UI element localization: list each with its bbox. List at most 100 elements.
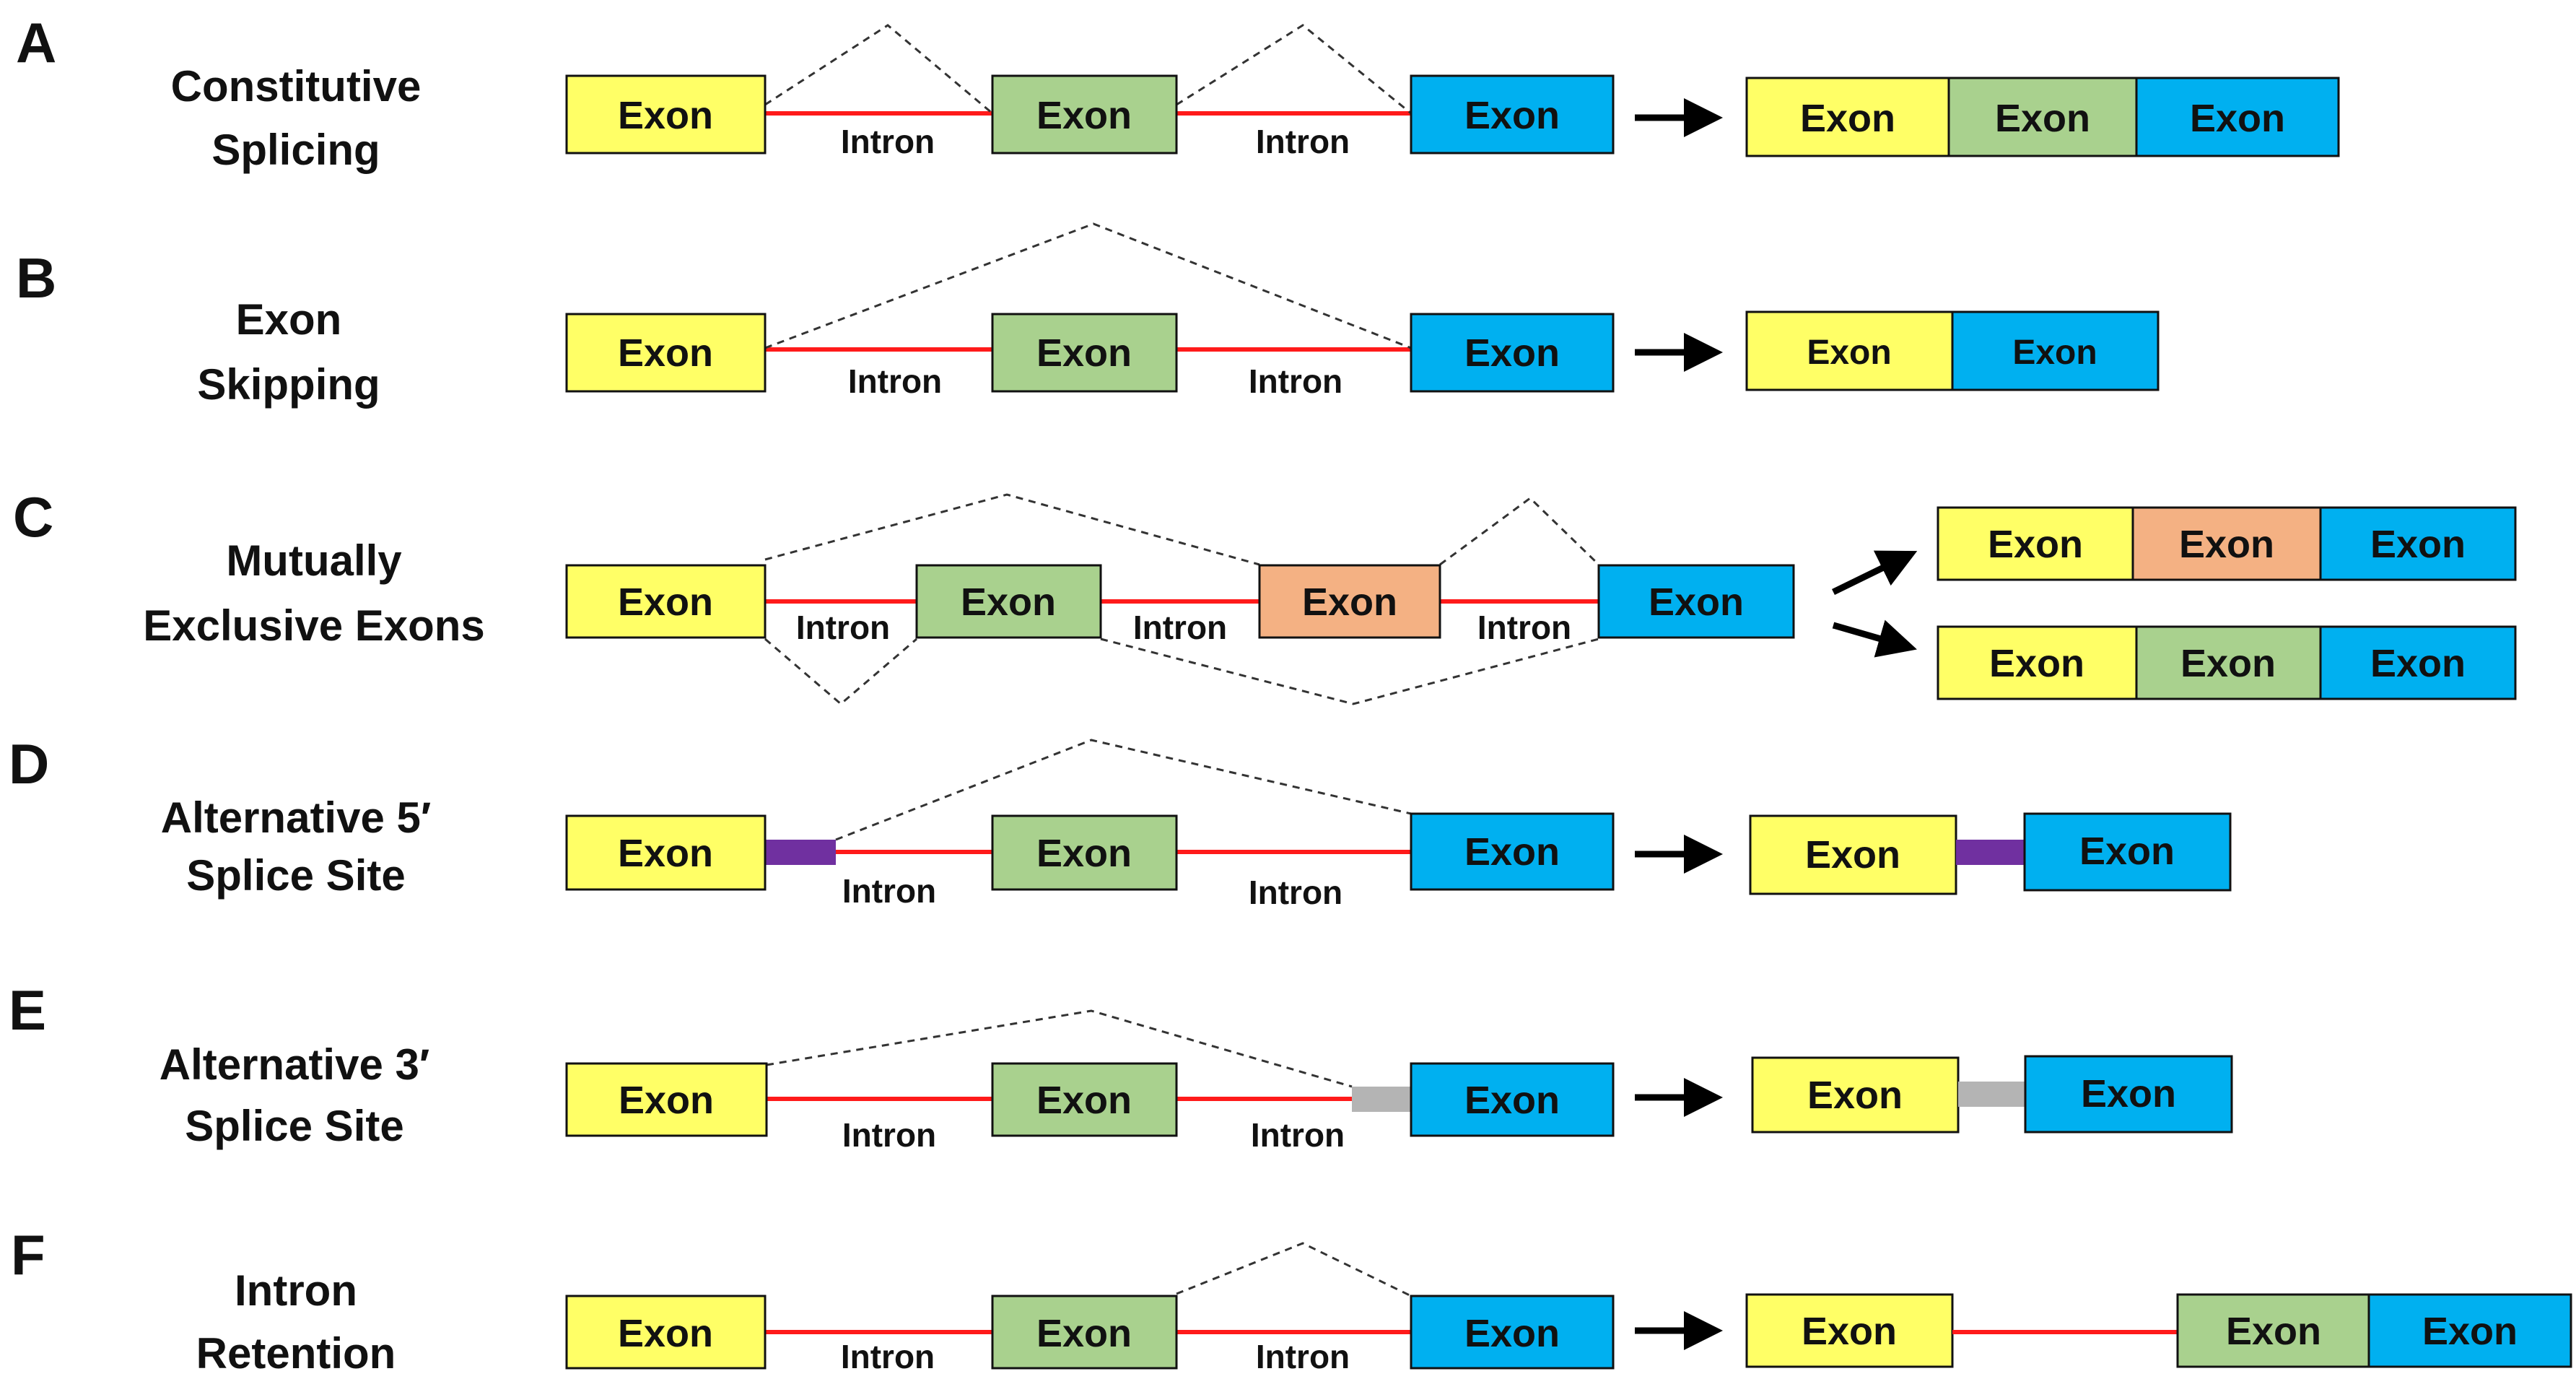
exon-box: Exon — [2024, 1055, 2233, 1134]
exon-box: Exon — [1410, 812, 1615, 891]
exon-box: Exon — [565, 313, 767, 393]
panel-c: C Mutually Exclusive Exons Intron Intron… — [13, 485, 2517, 705]
exon-box: Exon — [565, 814, 767, 891]
panel-d: D Alternative 5′ Splice Site Intron Intr… — [9, 732, 2232, 911]
splice-junction — [766, 1009, 1353, 1088]
svg-text:Exon: Exon — [1464, 830, 1560, 874]
panel-title-line2: Splice Site — [186, 851, 405, 900]
exon-box: Exon — [2135, 625, 2322, 700]
exon-box: Exon — [565, 1062, 768, 1137]
intron-label: Intron — [1477, 609, 1571, 646]
intron-label: Intron — [1133, 609, 1227, 646]
exon-box: Exon — [565, 564, 767, 639]
exon-box: Exon — [915, 564, 1102, 639]
panel-title-line1: Mutually — [226, 536, 402, 585]
exon-box: Exon — [1258, 564, 1441, 639]
panel-title-line1: Intron — [235, 1266, 357, 1315]
svg-text:Exon: Exon — [1036, 331, 1132, 375]
exon-box: Exon — [1745, 1293, 1954, 1368]
svg-text:Exon: Exon — [1036, 1312, 1132, 1355]
splice-junction — [764, 24, 993, 115]
exon-box: Exon — [1410, 74, 1615, 155]
intron-label: Intron — [1256, 123, 1350, 160]
panel-title-line1: Alternative 5′ — [161, 793, 432, 842]
exon-box: Exon — [2319, 625, 2517, 700]
panel-b: B Exon Skipping Intron Intron Exon Exon … — [16, 222, 2160, 409]
svg-text:Exon: Exon — [1807, 1074, 1903, 1117]
panel-title-line2: Exclusive Exons — [143, 601, 485, 650]
exon-box: Exon — [1951, 310, 2160, 391]
exon-box: Exon — [1410, 1295, 1615, 1370]
panel-letter: F — [11, 1223, 45, 1287]
svg-text:Exon: Exon — [618, 94, 713, 137]
panel-f: F Intron Retention Intron Intron Exon Ex… — [11, 1223, 2572, 1378]
svg-text:Exon: Exon — [1805, 833, 1900, 876]
svg-text:Exon: Exon — [1302, 580, 1397, 624]
svg-text:Exon: Exon — [2079, 830, 2175, 873]
svg-text:Exon: Exon — [1464, 331, 1560, 375]
exon-box: Exon — [991, 313, 1178, 393]
svg-text:Exon: Exon — [1802, 1310, 1897, 1353]
exon-box: Exon — [565, 1295, 767, 1370]
exon-box: Exon — [2176, 1293, 2370, 1368]
intron-label: Intron — [1251, 1116, 1345, 1154]
intron-label: Intron — [841, 1338, 935, 1375]
splice-junction — [764, 222, 1412, 349]
svg-text:Exon: Exon — [1800, 97, 1895, 140]
panel-title-line1: Alternative 3′ — [160, 1040, 430, 1089]
exon-box: Exon — [991, 1062, 1178, 1137]
svg-text:Exon: Exon — [2190, 97, 2285, 140]
exon-box: Exon — [1410, 1062, 1615, 1137]
splice-junction — [835, 739, 1412, 841]
intron-label: Intron — [1249, 874, 1342, 911]
exon-box: Exon — [1745, 77, 1950, 157]
alt-3-splice-segment — [1352, 1087, 1411, 1112]
svg-text:Exon: Exon — [2370, 642, 2466, 685]
intron-label: Intron — [841, 123, 935, 160]
panel-title-line1: Constitutive — [171, 62, 422, 110]
svg-text:Exon: Exon — [2226, 1310, 2321, 1353]
svg-text:Exon: Exon — [961, 580, 1056, 624]
svg-text:Exon: Exon — [618, 832, 713, 875]
exon-box: Exon — [2131, 506, 2322, 581]
panel-letter: A — [16, 11, 56, 74]
svg-text:Exon: Exon — [1988, 523, 2083, 566]
panel-letter: C — [13, 485, 53, 549]
exon-box: Exon — [1937, 625, 2138, 700]
splice-junction — [1100, 638, 1599, 705]
svg-text:Exon: Exon — [1036, 832, 1132, 875]
svg-text:Exon: Exon — [1464, 1312, 1560, 1355]
intron-label: Intron — [842, 1116, 936, 1154]
svg-text:Exon: Exon — [2370, 523, 2466, 566]
svg-text:Exon: Exon — [2081, 1072, 2176, 1115]
panel-title-line2: Retention — [196, 1329, 396, 1378]
exon-box: Exon — [2135, 77, 2340, 157]
splice-junction — [1176, 1242, 1412, 1297]
svg-text:Exon: Exon — [2179, 523, 2274, 566]
exon-box: Exon — [1749, 814, 1957, 895]
panel-title-line1: Exon — [236, 295, 342, 344]
svg-text:Exon: Exon — [1464, 94, 1560, 137]
svg-text:Exon: Exon — [618, 1312, 713, 1355]
exon-box: Exon — [991, 814, 1178, 891]
exon-box: Exon — [1745, 310, 1954, 391]
intron-label: Intron — [796, 609, 890, 646]
svg-text:Exon: Exon — [2422, 1310, 2518, 1353]
panel-letter: E — [9, 978, 46, 1042]
svg-text:Exon: Exon — [618, 580, 713, 624]
splice-junction — [764, 493, 1260, 566]
panel-title-line2: Splice Site — [185, 1102, 403, 1150]
svg-text:Exon: Exon — [1036, 94, 1132, 137]
exon-box: Exon — [2367, 1293, 2572, 1368]
svg-text:Exon: Exon — [619, 1079, 714, 1122]
intron-label: Intron — [1249, 362, 1342, 400]
arrow-icon — [1832, 619, 1917, 658]
panel-title-line2: Skipping — [197, 360, 380, 409]
panel-title-line2: Splicing — [211, 126, 380, 174]
exon-box: Exon — [1937, 506, 2134, 581]
intron-label: Intron — [1256, 1338, 1350, 1375]
splice-junction — [1439, 497, 1600, 566]
svg-text:Exon: Exon — [1649, 580, 1744, 624]
exon-box: Exon — [1597, 564, 1795, 639]
exon-box: Exon — [2023, 812, 2232, 892]
